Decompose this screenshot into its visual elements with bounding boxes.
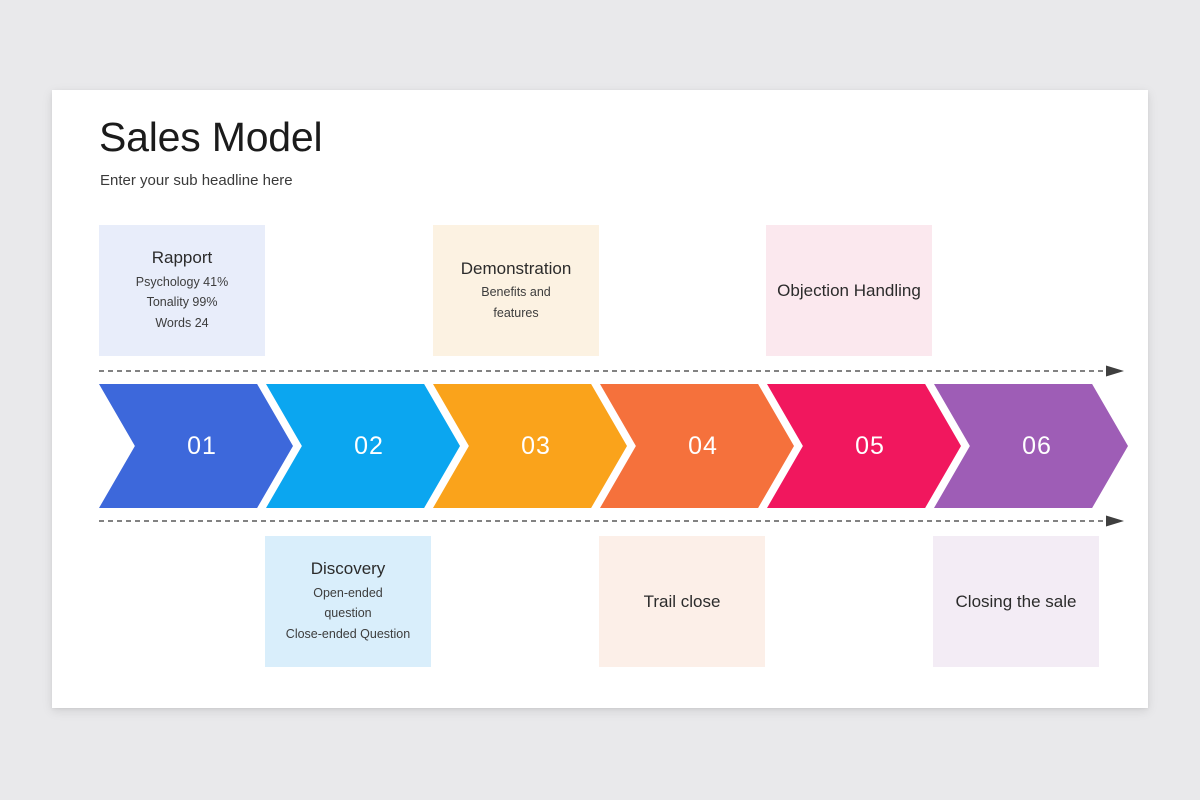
info-box-line: Close-ended Question (285, 626, 411, 641)
dashed-arrow-icon (99, 515, 1124, 527)
chevron-label: 01 (187, 431, 217, 460)
info-box-title: Demonstration (460, 258, 572, 278)
info-box-trail-close[interactable]: Trail close (599, 536, 765, 667)
chevron-label: 06 (1022, 431, 1052, 460)
chevron-label: 03 (521, 431, 551, 460)
info-box-rapport[interactable]: Rapport Psychology 41% Tonality 99% Word… (99, 225, 265, 356)
info-box-title: Rapport (151, 248, 213, 268)
chevron-band: 01 02 03 04 05 06 (99, 384, 1128, 508)
chevron-label: 02 (354, 431, 384, 460)
info-box-line: Tonality 99% (146, 295, 218, 310)
info-box-line: Benefits and (481, 285, 551, 299)
info-box-title: Trail close (643, 591, 721, 611)
page-subtitle: Enter your sub headline here (100, 172, 293, 189)
info-box-title: Discovery (310, 559, 386, 579)
dashed-arrow-icon (99, 365, 1124, 377)
page-title: Sales Model (99, 114, 323, 160)
info-box-discovery[interactable]: Discovery Open-ended question Close-ende… (265, 536, 431, 667)
info-box-closing-the-sale[interactable]: Closing the sale (933, 536, 1099, 667)
info-box-line: Open-ended (313, 585, 383, 600)
flow-arrow-bottom (99, 515, 1126, 527)
info-box-line: features (493, 305, 539, 320)
chevron-label: 04 (688, 431, 718, 460)
info-box-title: Objection Handling (777, 280, 921, 300)
chevron-step-03[interactable]: 03 (433, 384, 627, 508)
info-box-objection-handling[interactable]: Objection Handling (766, 225, 932, 356)
info-box-title: Closing the sale (955, 591, 1077, 611)
info-box-demonstration[interactable]: Demonstration Benefits and features (433, 225, 599, 356)
chevron-step-02[interactable]: 02 (266, 384, 460, 508)
info-box-line: question (324, 606, 372, 621)
chevron-step-05[interactable]: 05 (767, 384, 961, 508)
chevron-step-06[interactable]: 06 (934, 384, 1128, 508)
info-box-line: Psychology 41% (135, 274, 229, 289)
slide-card: Sales Model Enter your sub headline here… (52, 90, 1148, 708)
info-box-line: Words 24 (155, 315, 209, 330)
chevron-label: 05 (855, 431, 885, 460)
flow-arrow-top (99, 365, 1126, 377)
chevron-step-04[interactable]: 04 (600, 384, 794, 508)
chevron-step-01[interactable]: 01 (99, 384, 293, 508)
